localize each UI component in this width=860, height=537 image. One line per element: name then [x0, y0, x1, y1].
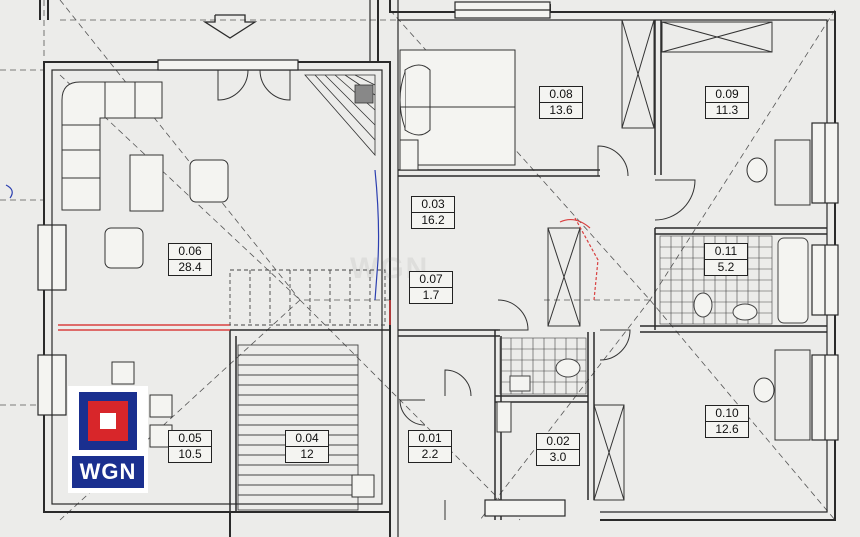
room-label-0.02: 0.02 3.0: [536, 433, 580, 466]
wgn-logo: WGN: [68, 386, 148, 493]
room-label-0.04: 0.04 12: [285, 430, 329, 463]
room-area: 12.6: [715, 422, 739, 436]
room-label-0.08: 0.08 13.6: [539, 86, 583, 119]
room-number: 0.08: [540, 87, 582, 103]
partitions: [58, 20, 827, 520]
room-area: 12: [300, 447, 314, 461]
fixtures: [351, 157, 775, 498]
room-area: 13.6: [549, 103, 573, 117]
room-number: 0.01: [409, 431, 451, 447]
hatched-area: [304, 74, 376, 157]
room-area: 3.0: [549, 450, 567, 464]
logo-mark-icon: [79, 392, 137, 450]
windows: [37, 1, 839, 517]
room-label-0.03: 0.03 16.2: [411, 196, 455, 229]
room-number: 0.11: [705, 244, 747, 260]
room-area: 2.2: [421, 447, 439, 461]
logo-wordmark: WGN: [72, 456, 144, 488]
room-area: 16.2: [421, 213, 445, 227]
room-number: 0.02: [537, 434, 579, 450]
room-area: 5.2: [717, 260, 735, 274]
room-number: 0.10: [706, 406, 748, 422]
wc-tiles: [499, 337, 587, 395]
room-label-0.11: 0.11 5.2: [704, 243, 748, 276]
room-area: 28.4: [178, 260, 202, 274]
room-label-0.06: 0.06 28.4: [168, 243, 212, 276]
room-label-0.10: 0.10 12.6: [705, 405, 749, 438]
bed: [399, 49, 516, 171]
room-area: 10.5: [178, 447, 202, 461]
bathroom-tiles: [659, 235, 809, 325]
room-number: 0.07: [410, 272, 452, 288]
room-label-0.01: 0.01 2.2: [408, 430, 452, 463]
room-number: 0.04: [286, 431, 328, 447]
room-number: 0.09: [706, 87, 748, 103]
room-label-0.07: 0.07 1.7: [409, 271, 453, 304]
room-label-0.09: 0.09 11.3: [705, 86, 749, 119]
living-room-furniture: [61, 81, 229, 448]
room-area: 1.7: [422, 288, 440, 302]
room-area: 11.3: [715, 103, 739, 117]
room-number: 0.03: [412, 197, 454, 213]
staircase: [229, 269, 386, 511]
room-number: 0.06: [169, 244, 211, 260]
room-number: 0.05: [169, 431, 211, 447]
room-label-0.05: 0.05 10.5: [168, 430, 212, 463]
hand-marks: [5, 169, 599, 301]
door-swings: [217, 69, 696, 520]
wardrobes: [547, 19, 811, 501]
entrance-arrow-icon: [202, 14, 258, 39]
